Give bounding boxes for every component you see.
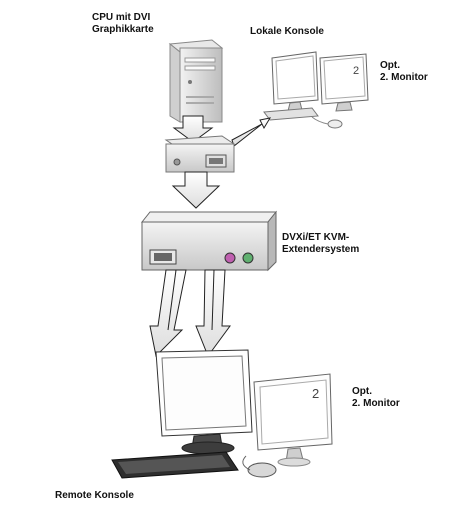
extender-box-icon bbox=[140, 210, 278, 272]
local-second-monitor-icon: 2 bbox=[319, 53, 369, 112]
arrow-to-local-console bbox=[231, 117, 272, 147]
arrow-cpu-to-transmitter bbox=[172, 115, 214, 143]
cpu-label: CPU mit DVI Graphikkarte bbox=[92, 12, 154, 35]
local-console-label: Lokale Konsole bbox=[250, 26, 324, 37]
remote-second-monitor-icon: 2 bbox=[253, 373, 333, 467]
cpu-tower-icon bbox=[168, 39, 224, 123]
remote-monitor-number: 2 bbox=[312, 386, 319, 401]
remote-keyboard-icon bbox=[111, 451, 239, 479]
extender-label: DVXi/ET KVM- Extendersystem bbox=[282, 232, 360, 255]
arrow-transmitter-to-extender bbox=[171, 171, 221, 209]
local-mouse-icon bbox=[311, 116, 343, 129]
remote-mouse-icon bbox=[242, 455, 277, 478]
transmitter-box-icon bbox=[164, 135, 236, 173]
remote-opt-monitor-label: Opt. 2. Monitor bbox=[352, 386, 400, 409]
remote-monitor-icon bbox=[155, 349, 253, 455]
arrow-extender-to-remote bbox=[149, 269, 231, 358]
local-monitor-number: 2 bbox=[353, 65, 359, 77]
local-keyboard-icon bbox=[263, 107, 319, 121]
remote-console-label: Remote Konsole bbox=[55, 490, 134, 501]
local-monitor-icon bbox=[271, 51, 319, 112]
local-opt-monitor-label: Opt. 2. Monitor bbox=[380, 60, 428, 83]
